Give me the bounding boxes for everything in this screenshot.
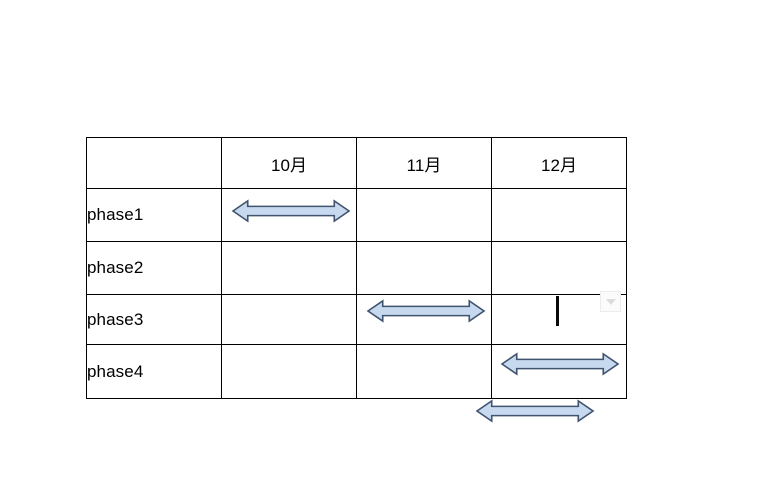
table-header-october[interactable]: 10月 [221, 137, 357, 189]
table-row: phase2 [86, 241, 627, 295]
double-arrow-icon-floating[interactable] [476, 399, 594, 423]
cell-phase1-december[interactable] [491, 188, 627, 242]
text-caret [556, 296, 559, 326]
table-row: phase4 [86, 344, 627, 399]
cell-phase1-october[interactable] [221, 188, 357, 242]
cell-phase3-november[interactable] [356, 294, 492, 345]
cell-phase4-december[interactable] [491, 344, 627, 399]
table-header-december[interactable]: 12月 [491, 137, 627, 189]
cell-phase2-december[interactable] [491, 241, 627, 295]
row-label-phase1[interactable]: phase1 [86, 188, 222, 242]
autofit-options-dropdown-button[interactable] [600, 291, 621, 312]
cell-phase3-october[interactable] [221, 294, 357, 345]
chevron-down-icon [605, 298, 616, 305]
row-label-phase2[interactable]: phase2 [86, 241, 222, 295]
cell-phase4-october[interactable] [221, 344, 357, 399]
table-header-november[interactable]: 11月 [356, 137, 492, 189]
table-row: phase1 [86, 188, 627, 242]
cell-phase1-november[interactable] [356, 188, 492, 242]
table-row: phase3 [86, 294, 627, 345]
row-label-phase4[interactable]: phase4 [86, 344, 222, 399]
cell-phase2-november[interactable] [356, 241, 492, 295]
schedule-table[interactable]: 10月 11月 12月 phase1 phase2 phase3 [86, 137, 627, 399]
table-corner-cell[interactable] [86, 137, 222, 189]
cell-phase2-october[interactable] [221, 241, 357, 295]
cell-phase4-november[interactable] [356, 344, 492, 399]
table-header-row: 10月 11月 12月 [86, 137, 627, 189]
row-label-phase3[interactable]: phase3 [86, 294, 222, 345]
